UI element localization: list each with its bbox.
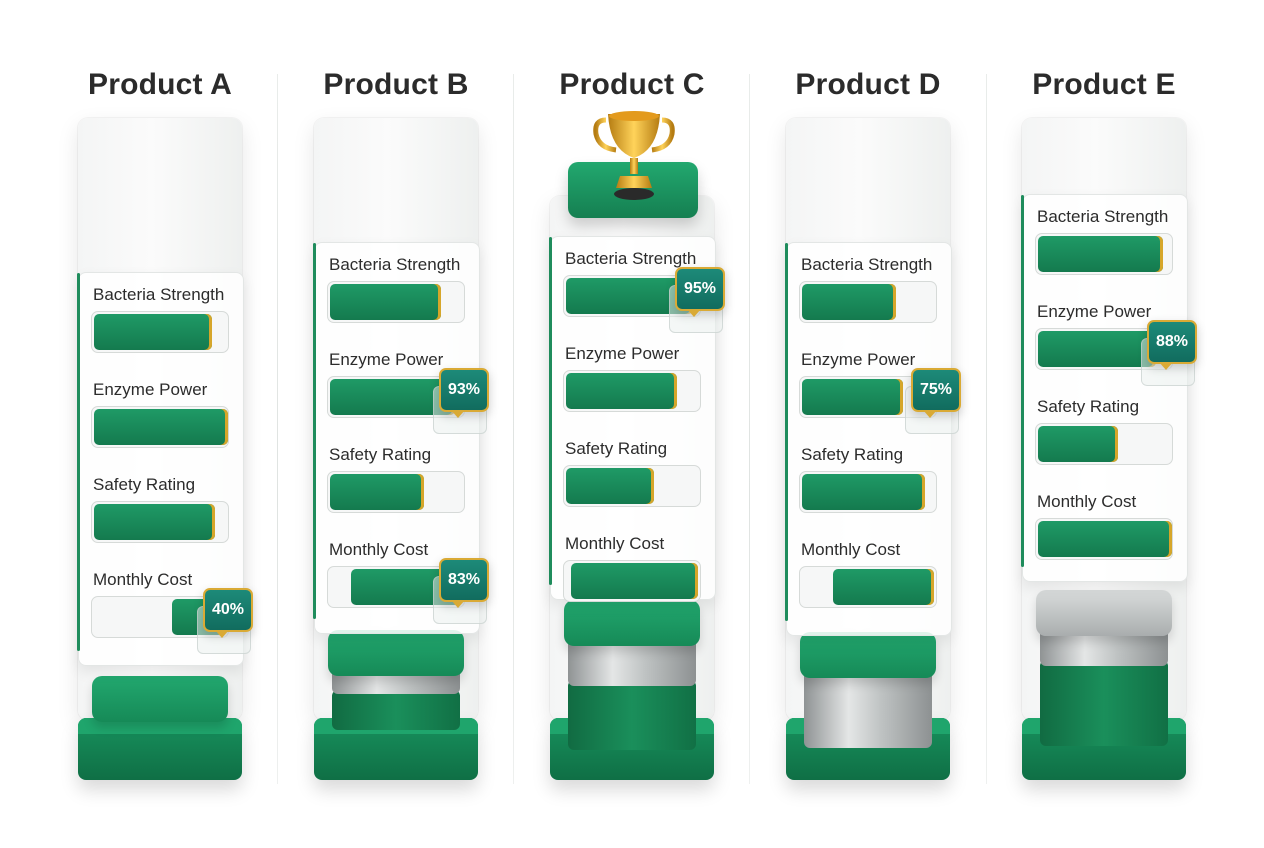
metric-label: Monthly Cost: [1037, 492, 1137, 511]
bar-track: [799, 281, 937, 323]
value-callout: 75%: [911, 368, 961, 418]
column-divider: [986, 74, 987, 784]
metric-label: Monthly Cost: [801, 540, 901, 559]
bar-track: [91, 406, 229, 448]
metric-label: Bacteria Strength: [93, 285, 225, 304]
bar-fill: [330, 284, 441, 320]
pedestal-cap: [1036, 590, 1172, 636]
bar-track: [327, 471, 465, 513]
pedestal-pillar: [1040, 660, 1168, 746]
bar-fill: [802, 379, 903, 415]
metric-label: Bacteria Strength: [1037, 207, 1169, 226]
metric-label: Bacteria Strength: [801, 255, 933, 274]
trophy-icon: [593, 111, 675, 200]
bar-fill: [1038, 236, 1163, 272]
metric-label: Enzyme Power: [1037, 302, 1152, 321]
bar-fill: [330, 474, 424, 510]
bar-fill: [1038, 426, 1118, 462]
bar-track: [1035, 423, 1173, 465]
value-callout: 40%: [203, 588, 253, 638]
product-title: Product E: [1032, 68, 1176, 101]
bar-fill: [94, 314, 212, 350]
pedestal-pillar: [332, 690, 460, 730]
pedestal-cap: [564, 600, 700, 646]
metric-label: Enzyme Power: [565, 344, 680, 363]
value-callout: 83%: [439, 558, 489, 608]
metric-label: Enzyme Power: [93, 380, 208, 399]
bar-fill: [802, 284, 896, 320]
metric-label: Bacteria Strength: [329, 255, 461, 274]
metric-label: Enzyme Power: [329, 350, 444, 369]
value-callout: 93%: [439, 368, 489, 418]
bar-fill: [94, 504, 215, 540]
product-title: Product C: [559, 68, 705, 101]
metric-label: Enzyme Power: [801, 350, 916, 369]
bar-fill: [566, 373, 677, 409]
metric-label: Safety Rating: [93, 475, 196, 494]
column-divider: [749, 74, 750, 784]
bar-track: [91, 501, 229, 543]
pedestal-cap: [328, 630, 464, 676]
metric-label: Safety Rating: [1037, 397, 1140, 416]
column-divider: [277, 74, 278, 784]
metric-label: Safety Rating: [801, 445, 904, 464]
bar-fill: [566, 468, 654, 504]
pedestal-cap: [800, 632, 936, 678]
bar-track: [1035, 233, 1173, 275]
bar-track: [1035, 518, 1173, 560]
bar-fill: [833, 569, 934, 605]
bar-fill: [94, 409, 228, 445]
bar-track: [91, 311, 229, 353]
value-callout: 88%: [1147, 320, 1197, 370]
bar-fill: [571, 563, 698, 599]
pedestal-pillar: [568, 680, 696, 750]
bar-fill: [1038, 521, 1172, 557]
bar-track: [799, 471, 937, 513]
metric-label: Safety Rating: [329, 445, 432, 464]
bar-track: [563, 560, 701, 602]
metric-label: Monthly Cost: [565, 534, 665, 553]
bar-track: [563, 370, 701, 412]
value-callout: 95%: [675, 267, 725, 317]
bar-fill: [802, 474, 925, 510]
metric-label: Monthly Cost: [93, 570, 193, 589]
bar-track: [563, 465, 701, 507]
pedestal-base: [78, 718, 242, 780]
product-title: Product B: [323, 68, 469, 101]
metric-label: Bacteria Strength: [565, 249, 697, 268]
metric-label: Monthly Cost: [329, 540, 429, 559]
metric-label: Safety Rating: [565, 439, 668, 458]
bar-fill: [1038, 331, 1156, 367]
bar-track: [327, 281, 465, 323]
pedestal-cap: [92, 676, 228, 722]
product-title: Product D: [795, 68, 941, 101]
product-title: Product A: [87, 68, 233, 101]
column-divider: [513, 74, 514, 784]
bar-track: [799, 566, 937, 608]
